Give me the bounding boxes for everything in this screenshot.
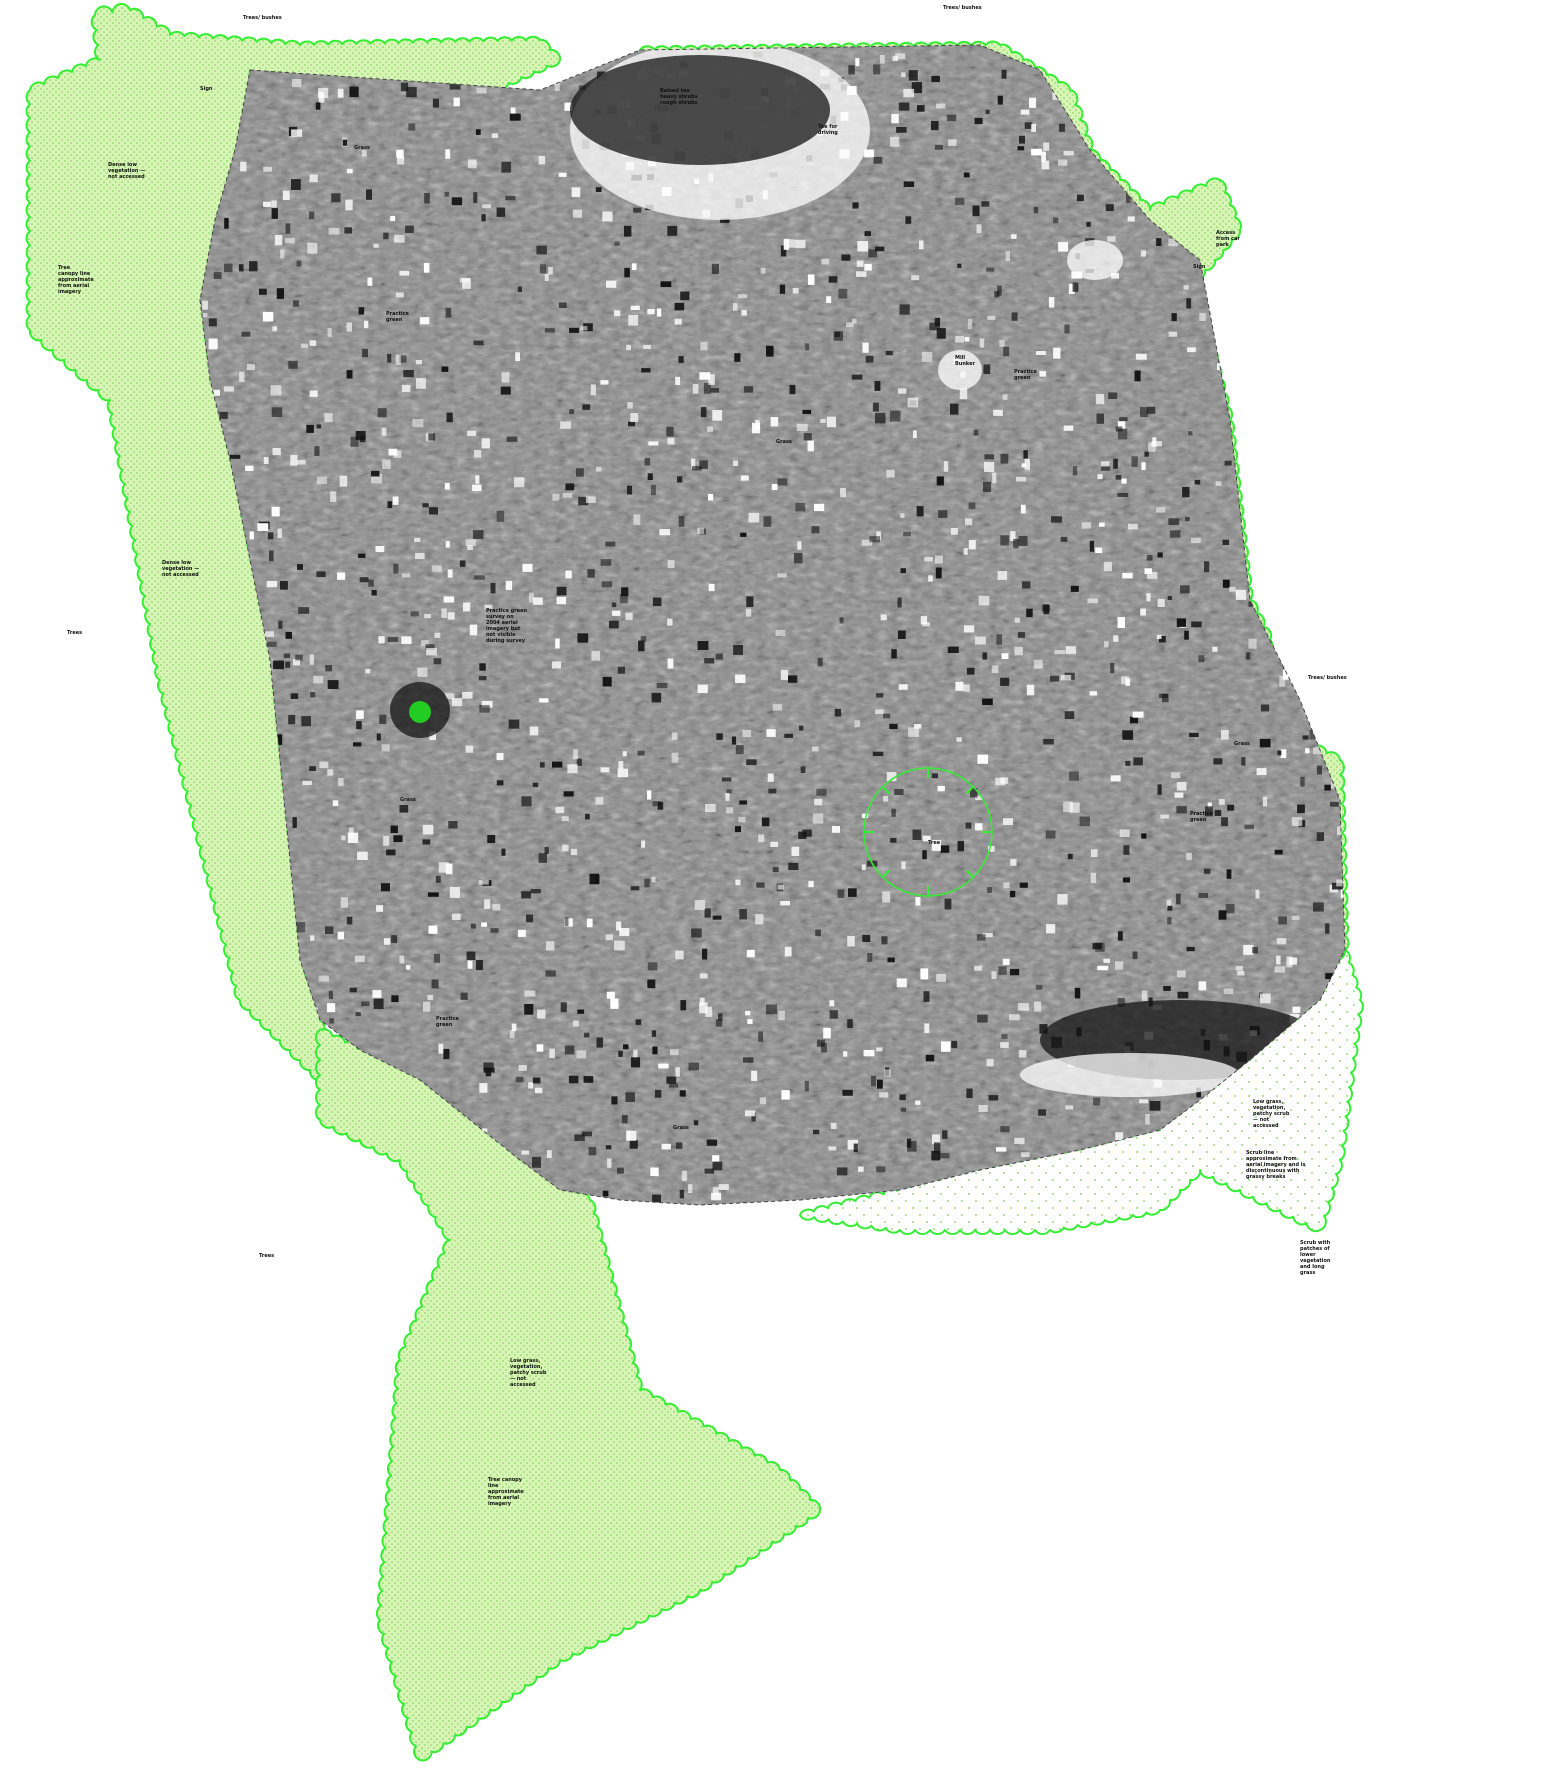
anomaly-access — [1067, 240, 1123, 280]
label-practice-green-1: Practice green — [386, 311, 409, 323]
label-grass-right: Grass — [1234, 741, 1250, 747]
label-trees-bushes-right: Trees/ bushes — [1308, 675, 1347, 681]
tree-canopy-tick — [965, 869, 975, 879]
tree-canopy-tick — [965, 785, 975, 795]
label-grass-center: Grass — [776, 439, 792, 445]
label-trees-bushes-top-right: Trees/ bushes — [943, 5, 982, 11]
label-grass-bottom: Grass — [673, 1125, 689, 1131]
label-trees-bottom: Trees — [259, 1253, 275, 1259]
label-grass-left: Grass — [400, 797, 416, 803]
vegetation-south-fan — [314, 1028, 822, 1762]
label-sign-top: Sign — [200, 86, 213, 92]
anomaly-bunker — [938, 350, 982, 390]
label-trees-left: Trees — [67, 630, 83, 636]
label-scrub-line: Scrub line approximate from aerial image… — [1246, 1150, 1306, 1180]
label-practice-green-2: Practice green — [1014, 369, 1037, 381]
label-tree: Tree — [928, 840, 941, 846]
label-tree-canopy-bottom: Tree canopy line approximate from aerial… — [488, 1477, 524, 1507]
label-dense-vegetation-top: Dense low vegetation — not accessed — [108, 162, 146, 180]
label-low-grass-bottom: Low grass, vegetation, patchy scrub — no… — [510, 1358, 547, 1388]
label-access-from-car-park: Access from car park — [1216, 230, 1240, 248]
label-grass-top: Grass — [354, 145, 370, 151]
label-mill-bunker: Mill Bunker — [955, 355, 975, 367]
label-scrub-patches: Scrub with patches of lower vegetation a… — [1300, 1240, 1331, 1276]
label-raised-tee: Raised tee heavy shrubs rough shrubs — [660, 88, 698, 106]
tree-canopy-tick — [881, 869, 891, 879]
label-trees-bushes-top-left: Trees/ bushes — [243, 15, 282, 21]
label-practice-green-4: Practice green — [436, 1016, 459, 1028]
anomaly-tee-north-dark — [570, 55, 830, 165]
label-tree-canopy-left: Tree canopy line approximate from aerial… — [58, 265, 94, 295]
label-practice-green-3: Practice green — [1190, 811, 1213, 823]
label-sign-right: Sign — [1193, 264, 1206, 270]
label-tee-driving: Tee for driving — [818, 124, 838, 136]
label-dense-vegetation-mid: Dense low vegetation — not accessed — [162, 560, 200, 578]
survey-boundary — [199, 44, 1346, 1206]
label-practice-green-survey: Practice green survey on 2004 aerial ima… — [486, 608, 528, 644]
tree-canopy-tick — [881, 785, 891, 795]
feature-markers — [409, 701, 993, 897]
label-low-grass-right: Low grass, vegetation, patchy scrub — no… — [1253, 1099, 1290, 1129]
anomaly-south-edge-light — [1020, 1053, 1240, 1097]
survey-boundary-line — [199, 44, 1346, 1206]
practice-green-marker — [409, 701, 431, 723]
